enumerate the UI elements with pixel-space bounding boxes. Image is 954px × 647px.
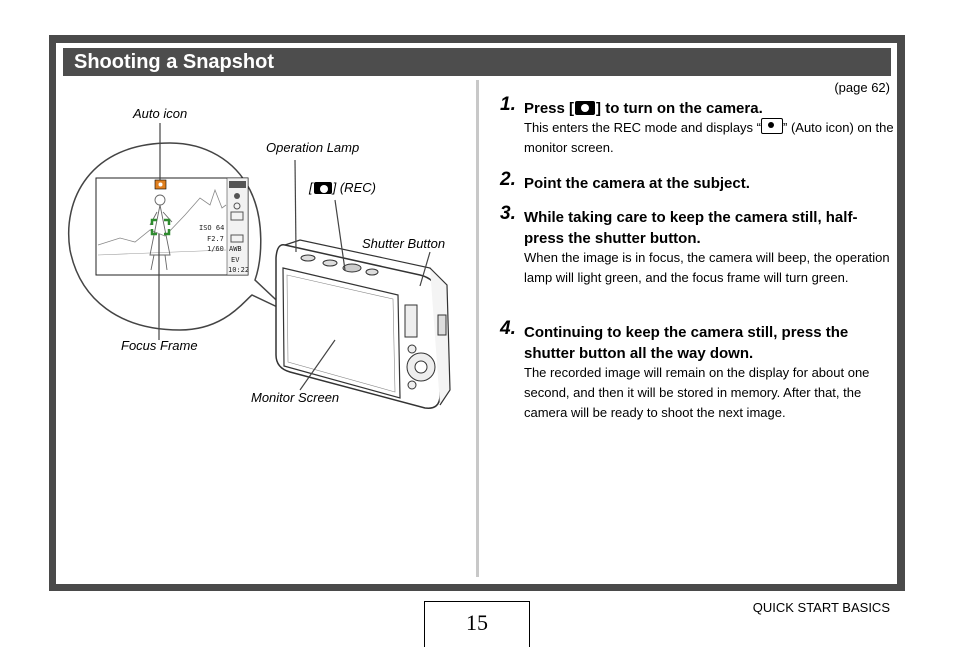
label-rec-post: ] (REC) [332,180,376,195]
step-heading: Continuing to keep the camera still, pre… [524,324,849,362]
camera-body [275,239,451,409]
leader-rec [334,199,346,271]
label-rec-pre: [ [309,180,313,195]
step-number: 1. [500,94,516,115]
page-number-box: 15 [424,601,530,647]
screen-readouts: ISO 64 F2.7 1/60 AWB EV 10:22 [199,224,249,274]
label-rec: [ ] (REC) [309,180,376,195]
power-button [300,254,316,262]
step-body: When the image is in focus, the camera w… [524,250,890,285]
step-heading: While taking care to keep the camera sti… [524,209,858,247]
preview-screen [95,177,249,276]
page-number: 15 [466,610,488,635]
shutter-button [342,263,362,273]
preview-sidebar [226,177,249,276]
readout-iso: ISO 64 [199,224,224,232]
leader-shutter [419,251,431,287]
readout-wb: AWB [229,245,242,253]
readout-ev: EV [231,256,240,264]
label-shutter-button: Shutter Button [362,236,446,251]
step-body-post: ” (Auto icon) on the monitor screen. [524,120,894,155]
step-number: 3. [500,203,516,224]
label-monitor-screen: Monitor Screen [251,390,340,405]
page-reference: (page 62) [834,80,890,95]
step-body-pre: This enters the REC mode and displays “ [524,120,761,135]
label-focus-frame: Focus Frame [121,338,198,353]
camera-illustration: ISO 64 F2.7 1/60 AWB EV 10:22 [68,123,451,409]
readout-time: 10:22 [228,266,249,274]
ground-line [97,249,227,256]
step-heading: Point the camera at the subject. [524,175,750,192]
step-heading-pre: Press [ [524,100,575,117]
label-operation-lamp: Operation Lamp [266,140,360,155]
subject-figure [149,194,173,271]
step-heading: Press [ ] to turn on the camera. [524,98,894,119]
camera-icon [313,182,332,194]
rec-button [322,259,338,267]
leader-monitor [299,339,336,391]
step-body: The recorded image will remain on the di… [524,365,870,420]
step-body: This enters the REC mode and displays “”… [524,118,894,158]
label-auto-icon: Auto icon [133,106,188,121]
step-number: 4. [500,318,516,339]
leader-operation-lamp [294,159,297,253]
readout-aperture: F2.7 [207,235,224,243]
step-heading-post: ] to turn on the camera. [596,100,763,117]
column-divider [476,80,479,577]
section-title: Shooting a Snapshot [74,51,274,73]
camera-icon [575,101,596,115]
section-title-bar: Shooting a Snapshot [63,48,891,76]
footer-section-label: QUICK START BASICS [752,600,890,615]
scenery-line [97,188,227,246]
readout-shutter: 1/60 [207,245,224,253]
auto-icon [761,118,783,134]
focus-frame [150,218,171,236]
monitor-screen [282,267,401,399]
sidebar-icons [229,181,246,243]
step-number: 2. [500,169,516,190]
